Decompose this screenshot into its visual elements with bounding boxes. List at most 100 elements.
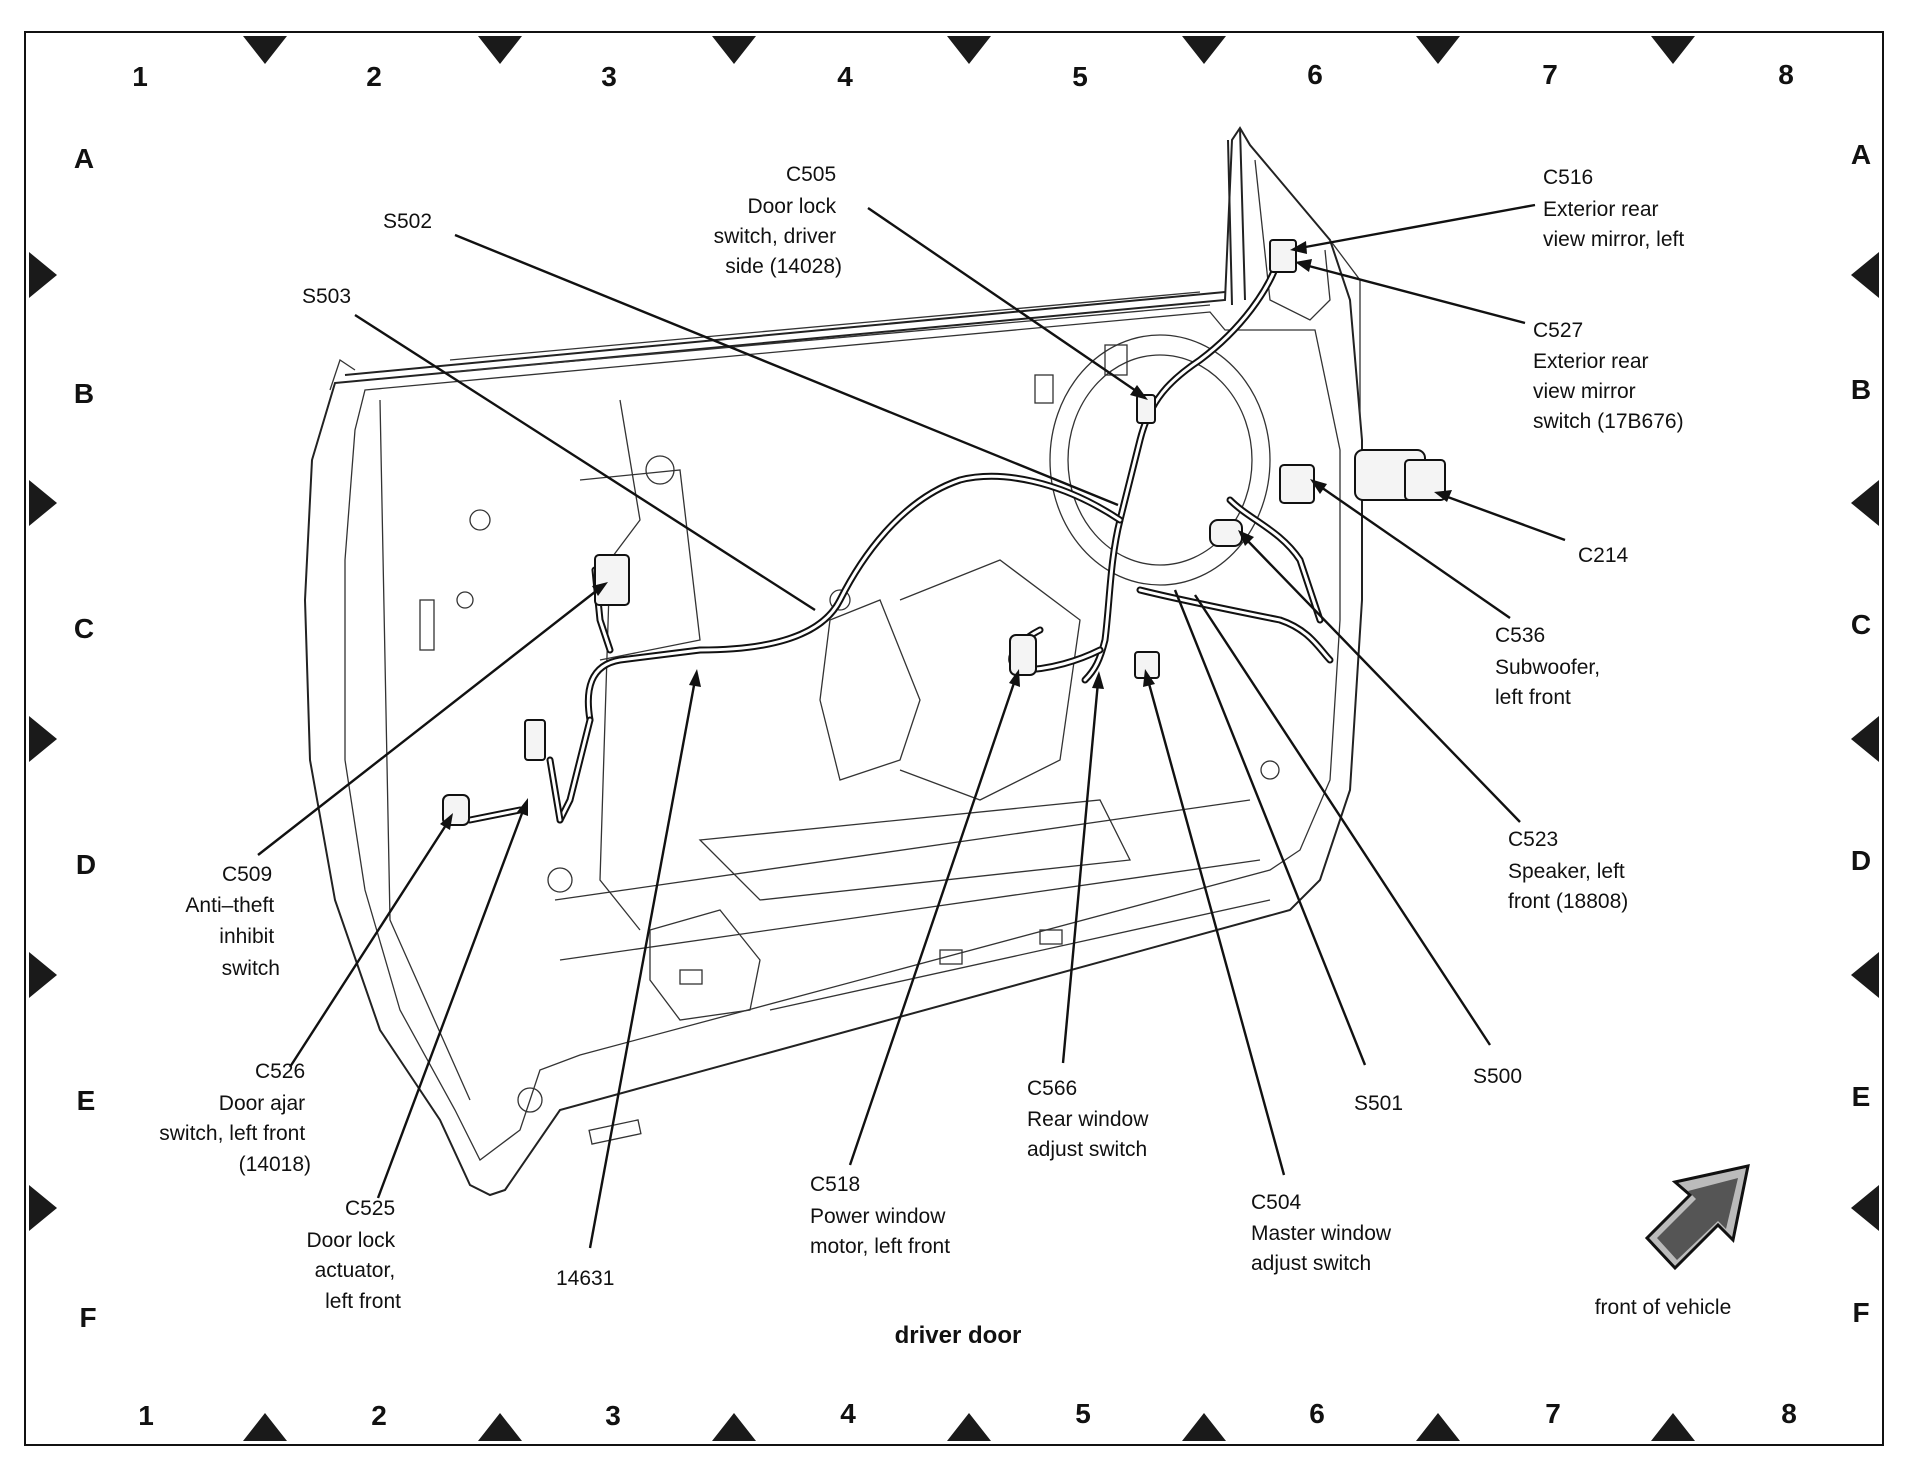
connector-c536: [1279, 464, 1315, 504]
row-label: E: [77, 1085, 96, 1116]
callout-line: left front: [325, 1290, 401, 1313]
connectors: [442, 239, 1446, 826]
callout-line: side (14028): [725, 255, 842, 278]
connector-c509: [594, 554, 630, 606]
callout-line: switch (17B676): [1533, 410, 1684, 433]
connector-c505: [1136, 394, 1156, 424]
right-row-labels: A B C D E F: [1851, 139, 1871, 1328]
callout-line: C523: [1508, 828, 1558, 851]
callout-line: Master window: [1251, 1222, 1392, 1245]
callout-line: Anti–theft: [185, 894, 274, 917]
column-label: 2: [371, 1400, 387, 1431]
column-label: 4: [840, 1398, 856, 1429]
callout-line: Door lock: [747, 195, 836, 218]
callout-line: Rear window: [1027, 1108, 1149, 1131]
callout-c523: C523 Speaker, left front (18808): [1508, 828, 1631, 913]
column-label: 1: [138, 1400, 154, 1431]
callout-c505: C505 Door lock switch, driver side (1402…: [714, 163, 842, 278]
callout-line: front (18808): [1508, 890, 1628, 913]
row-label: A: [1851, 139, 1871, 170]
callout-line: C516: [1543, 166, 1593, 189]
row-label: B: [1851, 374, 1871, 405]
bottom-column-labels: 1 2 3 4 5 6 7 8: [138, 1398, 1797, 1431]
callout-line: adjust switch: [1027, 1138, 1147, 1161]
callout-c516: C516 Exterior rear view mirror, left: [1543, 166, 1684, 251]
column-label: 4: [837, 61, 853, 92]
callout-line: C518: [810, 1173, 860, 1196]
callout-c526: C526 Door ajar switch, left front (14018…: [159, 1060, 311, 1176]
callout-line: adjust switch: [1251, 1252, 1371, 1275]
callout-line: Power window: [810, 1205, 946, 1228]
row-label: C: [74, 613, 94, 644]
row-label: A: [74, 143, 94, 174]
connector-c516-c527: [1269, 239, 1297, 273]
column-label: 5: [1072, 61, 1088, 92]
callout-line: C504: [1251, 1191, 1302, 1214]
callout-c566: C566 Rear window adjust switch: [1027, 1077, 1154, 1161]
diagram-title: driver door: [895, 1322, 1022, 1349]
row-label: F: [79, 1302, 96, 1333]
callout-line: motor, left front: [810, 1235, 950, 1258]
callout-14631: 14631: [556, 1267, 614, 1290]
top-grid-notches: [243, 36, 1695, 64]
sheet-border: [24, 31, 1884, 1446]
top-column-labels: 1 2 3 4 5 6 7 8: [132, 59, 1794, 92]
column-label: 2: [366, 61, 382, 92]
callout-line: Subwoofer,: [1495, 656, 1600, 679]
left-row-labels: A B C D E F: [74, 143, 97, 1333]
callout-line: Door lock: [306, 1229, 395, 1252]
callout-s501: S501: [1354, 1092, 1403, 1115]
callout-line: (14018): [239, 1153, 311, 1176]
column-label: 7: [1545, 1398, 1561, 1429]
right-grid-notches: [1851, 252, 1879, 1231]
wire-harness: [466, 251, 1334, 824]
callout-c504: C504 Master window adjust switch: [1251, 1191, 1397, 1275]
front-of-vehicle-indicator: front of vehicle: [1595, 1164, 1750, 1319]
callouts: C505 Door lock switch, driver side (1402…: [159, 163, 1684, 1313]
column-label: 7: [1542, 59, 1558, 90]
row-label: B: [74, 378, 94, 409]
callout-line: Exterior rear: [1543, 198, 1659, 221]
connector-c523: [1209, 519, 1243, 547]
callout-line: view mirror, left: [1543, 228, 1684, 251]
callout-c509: C509 Anti–theft inhibit switch: [185, 863, 280, 980]
callout-line: Exterior rear: [1533, 350, 1649, 373]
callout-line: switch: [222, 957, 280, 980]
callout-line: C566: [1027, 1077, 1077, 1100]
callout-line: actuator,: [315, 1259, 396, 1282]
column-label: 3: [601, 61, 617, 92]
column-label: 5: [1075, 1398, 1091, 1429]
row-label: C: [1851, 609, 1871, 640]
row-label: F: [1852, 1297, 1869, 1328]
callout-c536: C536 Subwoofer, left front: [1495, 624, 1606, 709]
callout-line: left front: [1495, 686, 1571, 709]
connector-c525: [524, 719, 546, 761]
callout-line: view mirror: [1533, 380, 1636, 403]
callout-line: Speaker, left: [1508, 860, 1625, 883]
row-label: E: [1852, 1081, 1871, 1112]
callout-s500: S500: [1473, 1065, 1522, 1088]
connector-c518: [1009, 634, 1037, 676]
callout-c214: C214: [1578, 544, 1629, 567]
door-illustration: [303, 126, 1363, 1197]
column-label: 6: [1307, 59, 1323, 90]
callout-line: Door ajar: [219, 1092, 305, 1115]
column-label: 6: [1309, 1398, 1325, 1429]
callout-line: C527: [1533, 319, 1583, 342]
callout-s502: S502: [383, 210, 432, 233]
row-label: D: [76, 849, 96, 880]
callout-line: C536: [1495, 624, 1545, 647]
front-of-vehicle-label: front of vehicle: [1595, 1296, 1732, 1319]
row-label: D: [1851, 845, 1871, 876]
callout-c518: C518 Power window motor, left front: [810, 1173, 951, 1258]
callout-c525: C525 Door lock actuator, left front: [306, 1197, 401, 1313]
callout-c527: C527 Exterior rear view mirror switch (1…: [1533, 319, 1684, 433]
callout-line: inhibit: [219, 925, 274, 948]
callout-line: C505: [786, 163, 836, 186]
column-label: 8: [1781, 1398, 1797, 1429]
leader-lines: [257, 203, 1566, 1249]
callout-line: C509: [222, 863, 272, 886]
callout-line: switch, driver: [714, 225, 837, 248]
